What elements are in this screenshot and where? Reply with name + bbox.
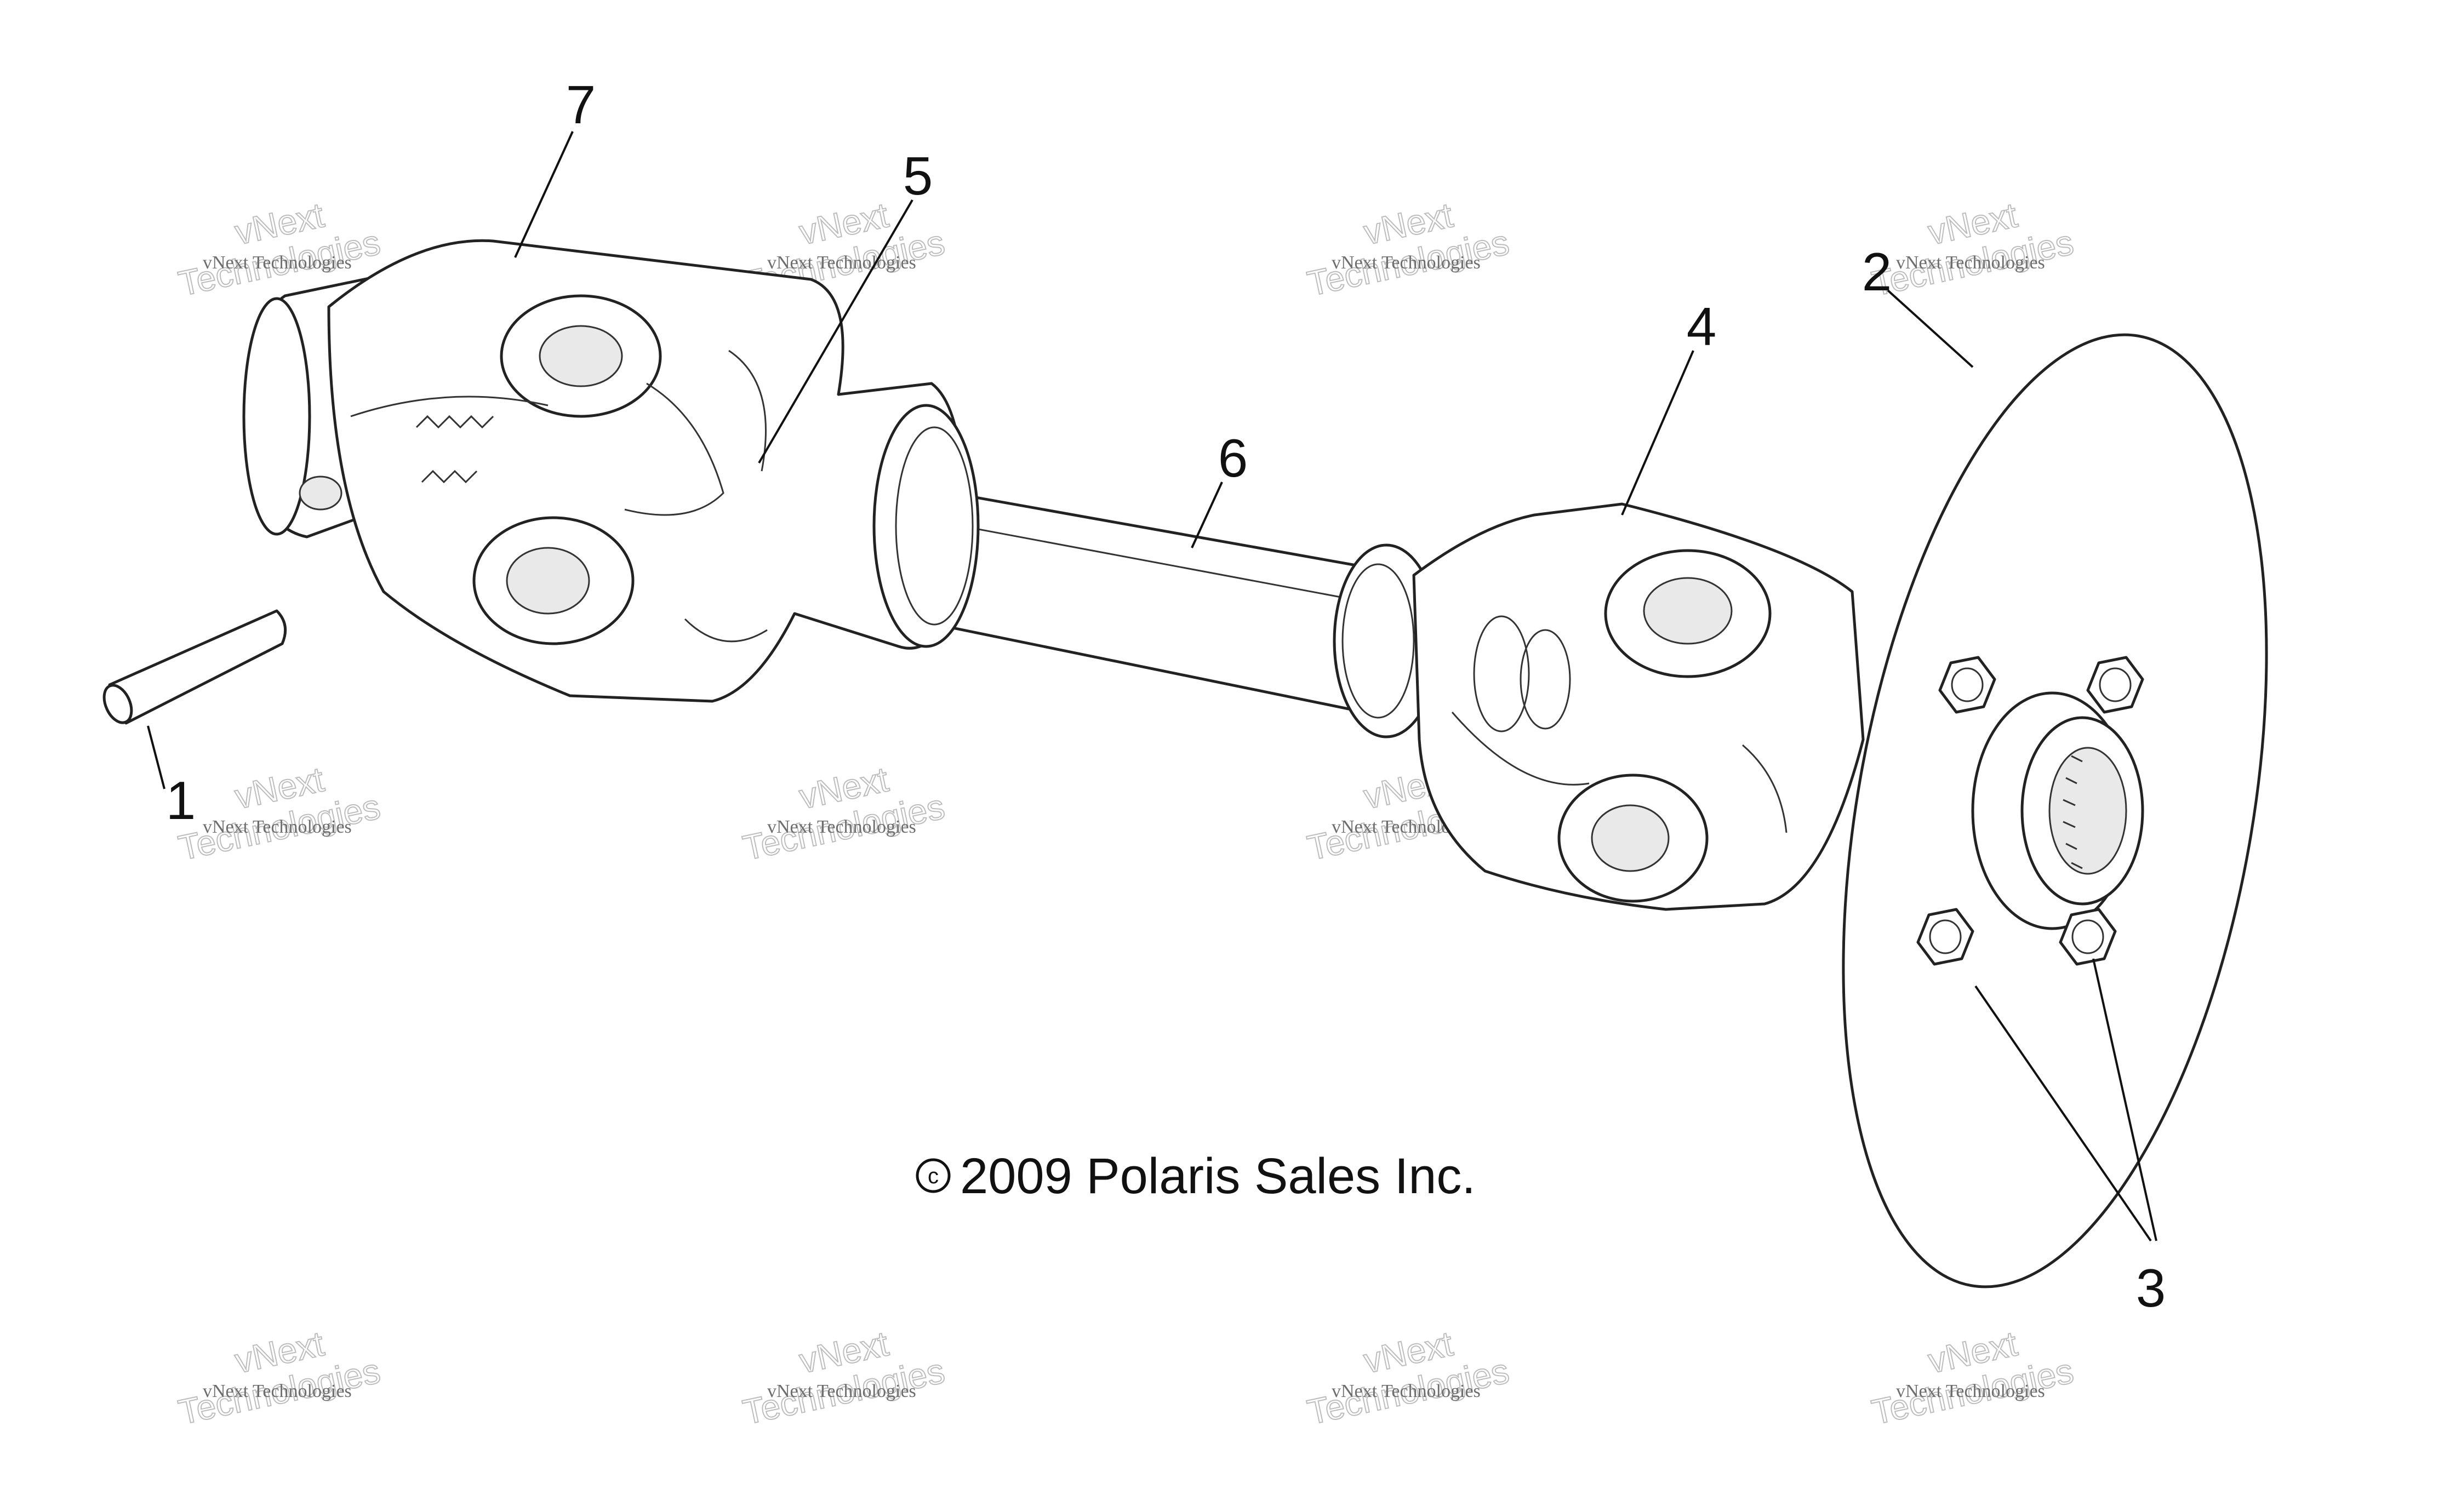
flange-nut xyxy=(2059,908,2117,966)
svg-text:vNext Technologies: vNext Technologies xyxy=(203,1381,352,1401)
flange-nut xyxy=(2086,656,2144,714)
watermark: Technologies vNext vNext Technologies xyxy=(175,759,384,868)
watermark: Technologies vNext vNext Technologies xyxy=(1868,194,2077,304)
svg-text:vNext Technologies: vNext Technologies xyxy=(1332,253,1481,273)
flange-disc xyxy=(1842,333,2268,1288)
copyright-text: 2009 Polaris Sales Inc. xyxy=(960,1148,1476,1204)
svg-text:vNext Technologies: vNext Technologies xyxy=(203,253,352,273)
watermark: Technologies vNext vNext Technologies xyxy=(1868,1323,2077,1433)
watermark: Technologies vNext vNext Technologies xyxy=(739,759,949,868)
flange-nut xyxy=(1916,908,1974,966)
leader-lines xyxy=(147,131,2157,1242)
svg-text:vNext Technologies: vNext Technologies xyxy=(767,1381,916,1401)
watermark: Technologies vNext vNext Technologies xyxy=(175,1323,384,1433)
roll-pin xyxy=(102,609,287,725)
flange-nut xyxy=(1938,656,1996,714)
watermark: Technologies vNext vNext Technologies xyxy=(1304,194,1513,304)
callout-5: 5 xyxy=(903,146,933,206)
watermark: Technologies vNext vNext Technologies xyxy=(1304,1323,1513,1433)
svg-text:vNext Technologies: vNext Technologies xyxy=(1896,253,2045,273)
svg-text:vNext Technologies: vNext Technologies xyxy=(203,817,352,837)
copyright-symbol-letter: c xyxy=(928,1164,939,1188)
copyright: c 2009 Polaris Sales Inc. xyxy=(916,1148,1476,1204)
copyright-symbol-icon xyxy=(916,1158,951,1193)
callout-4: 4 xyxy=(1687,296,1717,357)
callout-1: 1 xyxy=(166,770,196,831)
left-yoke-assembly xyxy=(242,239,980,703)
watermark: Technologies vNext vNext Technologies xyxy=(739,1323,949,1433)
svg-text:vNext Technologies: vNext Technologies xyxy=(767,817,916,837)
svg-text:vNext Technologies: vNext Technologies xyxy=(1332,1381,1481,1401)
right-yoke-assembly xyxy=(1333,502,1865,911)
callout-6: 6 xyxy=(1218,428,1248,488)
callout-7: 7 xyxy=(566,75,596,135)
callout-2: 2 xyxy=(1862,242,1892,302)
svg-text:vNext Technologies: vNext Technologies xyxy=(767,253,916,273)
svg-text:vNext Technologies: vNext Technologies xyxy=(1896,1381,2045,1401)
callout-3: 3 xyxy=(2136,1258,2166,1318)
